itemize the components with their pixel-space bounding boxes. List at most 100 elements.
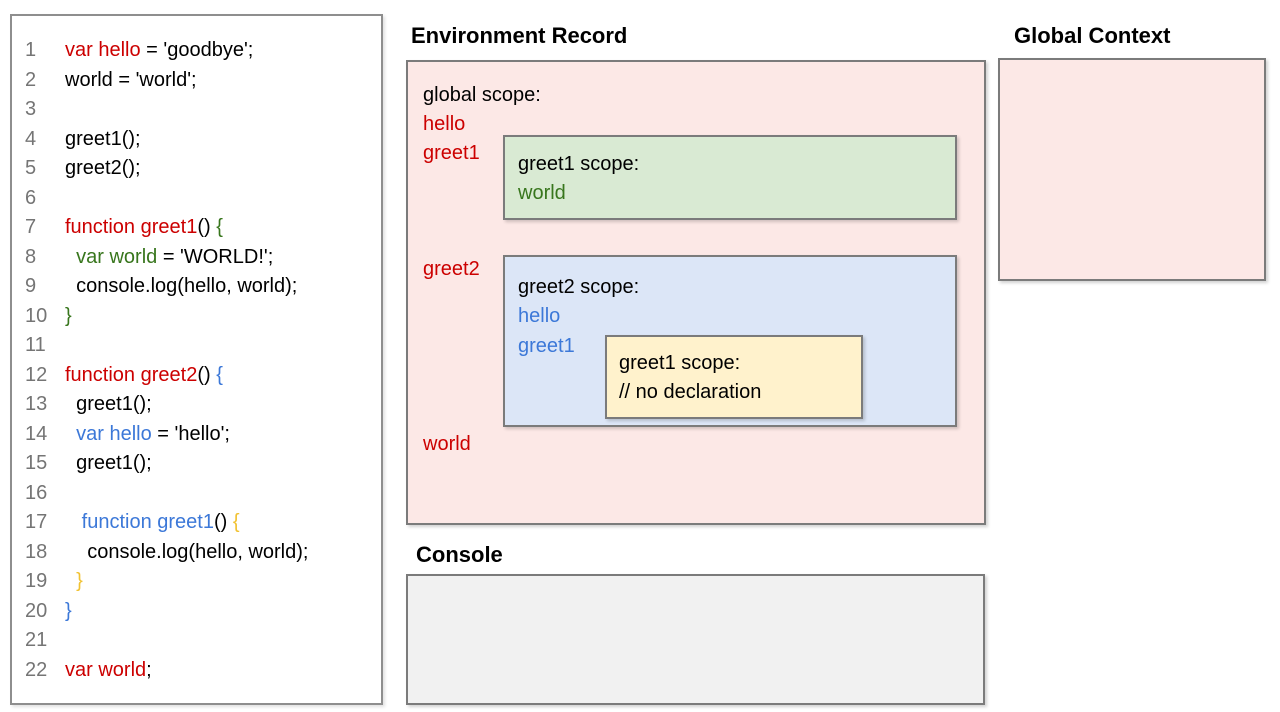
code-text: function greet1() { <box>65 213 223 243</box>
code-line: 14 var hello = 'hello'; <box>12 420 381 450</box>
code-segment: = 'goodbye'; <box>140 39 254 61</box>
code-text: var hello = 'hello'; <box>65 420 230 450</box>
line-number: 22 <box>25 658 48 681</box>
greet2-scope-label: greet2 scope: <box>518 276 640 298</box>
code-line: 3 <box>12 95 381 125</box>
code-line: 21 <box>12 626 381 656</box>
code-line: 15 greet1(); <box>12 449 381 479</box>
code-line: 1 var hello = 'goodbye'; <box>12 36 381 66</box>
code-text: function greet1() { <box>65 508 240 538</box>
greet2-var-hello: hello <box>518 305 561 327</box>
code-line: 4 greet1(); <box>12 125 381 155</box>
global-var-greet2: greet2 <box>423 258 480 280</box>
code-line: 11 <box>12 331 381 361</box>
code-segment: = 'hello'; <box>151 422 230 445</box>
code-text: world = 'world'; <box>65 66 197 96</box>
line-number: 16 <box>25 481 48 504</box>
code-line: 5 greet2(); <box>12 154 381 184</box>
code-line: 10} <box>12 302 381 332</box>
code-line: 20} <box>12 597 381 627</box>
code-segment: { <box>232 511 240 533</box>
line-number: 4 <box>25 127 37 150</box>
global-scope-label: global scope: <box>423 84 541 106</box>
code-line: 6 <box>12 184 381 214</box>
line-number: 3 <box>25 98 37 120</box>
greet1-scope-box: greet1 scope: world <box>503 135 957 220</box>
line-number: 14 <box>25 422 48 445</box>
code-line: 17 function greet1() { <box>12 508 381 538</box>
code-segment: { <box>216 363 223 386</box>
code-segment: } <box>65 304 72 327</box>
greet1-var-world: world <box>518 182 566 204</box>
code-segment: = 'WORLD!'; <box>157 245 274 268</box>
code-line: 12 function greet2() { <box>12 361 381 391</box>
code-line: 22 var world; <box>12 656 381 686</box>
code-line: 13 greet1(); <box>12 390 381 420</box>
code-segment: var hello <box>65 39 141 61</box>
global-var-world: world <box>423 433 471 455</box>
code-segment: console.log(hello, world); <box>65 540 309 563</box>
code-text: } <box>65 567 83 597</box>
code-segment: greet1(); <box>65 127 141 150</box>
code-line: 19 } <box>12 567 381 597</box>
code-text: console.log(hello, world); <box>65 272 297 302</box>
code-segment: greet2(); <box>65 157 141 179</box>
code-text: } <box>65 302 72 332</box>
code-segment <box>65 423 76 445</box>
global-var-greet1: greet1 <box>423 142 480 164</box>
line-number: 2 <box>25 68 37 91</box>
code-text: var world; <box>65 656 152 686</box>
code-segment: () <box>197 363 217 386</box>
global-context-title: Global Context <box>1014 23 1171 48</box>
code-segment: } <box>65 599 72 622</box>
code-text: greet2(); <box>65 154 141 184</box>
code-segment <box>65 246 76 268</box>
line-number: 7 <box>25 216 37 238</box>
code-segment: var world <box>65 658 147 681</box>
code-line: 2 world = 'world'; <box>12 66 381 96</box>
code-text: var world = 'WORLD!'; <box>65 243 273 273</box>
code-segment: greet1(); <box>65 393 152 415</box>
code-segment: ; <box>146 658 152 681</box>
nested-greet1-scope-box: greet1 scope: // no declaration <box>605 335 863 419</box>
global-scope-box: global scope: hello greet1 greet2 world … <box>406 60 986 525</box>
line-number: 12 <box>25 363 48 386</box>
nested-greet1-comment: // no declaration <box>619 381 762 403</box>
code-editor-panel: 1 var hello = 'goodbye'; 2 world = 'world';… <box>10 14 383 705</box>
line-number: 1 <box>25 39 37 61</box>
code-text: } <box>65 597 72 627</box>
line-number: 19 <box>25 570 48 592</box>
code-line: 16 <box>12 479 381 509</box>
code-segment: { <box>216 216 223 238</box>
line-number: 13 <box>25 393 48 415</box>
code-segment: console.log(hello, world); <box>65 275 298 297</box>
greet2-var-greet1: greet1 <box>518 335 575 357</box>
code-line: 9 console.log(hello, world); <box>12 272 381 302</box>
line-number: 6 <box>25 186 37 209</box>
code-segment: function greet1 <box>81 511 214 533</box>
environment-record-title: Environment Record <box>411 23 628 48</box>
code-segment: var hello <box>76 422 152 445</box>
code-line: 8 var world = 'WORLD!'; <box>12 243 381 273</box>
code-text: greet1(); <box>65 125 141 155</box>
line-number: 18 <box>25 540 48 563</box>
console-box <box>406 574 985 705</box>
greet1-scope-label: greet1 scope: <box>518 153 640 175</box>
line-number: 21 <box>25 629 48 651</box>
code-text: greet1(); <box>65 449 152 479</box>
line-number: 9 <box>25 275 37 297</box>
line-number: 20 <box>25 599 48 622</box>
line-number: 8 <box>25 245 37 268</box>
code-text: function greet2() { <box>65 361 223 391</box>
nested-greet1-scope-label: greet1 scope: <box>619 352 741 374</box>
code-text: console.log(hello, world); <box>65 538 308 568</box>
code-segment: var world <box>76 245 158 268</box>
code-segment: world = 'world'; <box>65 68 197 91</box>
global-context-box <box>998 58 1266 281</box>
line-number: 5 <box>25 157 37 179</box>
code-text: var hello = 'goodbye'; <box>65 36 253 66</box>
code-segment: () <box>214 511 233 533</box>
greet2-scope-box: greet2 scope: hello greet1 greet1 scope:… <box>503 255 957 427</box>
line-number: 11 <box>25 334 46 356</box>
code-line: 18 console.log(hello, world); <box>12 538 381 568</box>
